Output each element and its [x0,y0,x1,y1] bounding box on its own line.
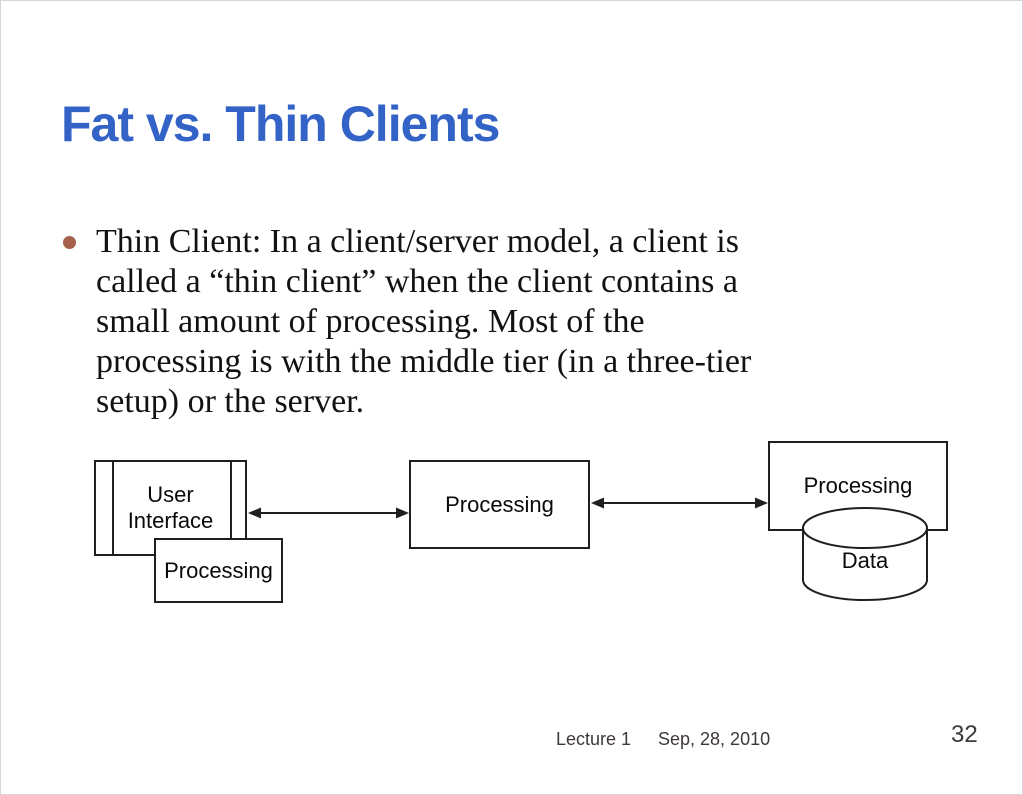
server-processing-label: Processing [803,473,913,498]
ui-box-left-column-line [112,462,114,554]
bullet-text-line: setup) or the server. [96,383,365,420]
middle-processing-box: Processing [409,460,590,549]
ui-box-right-column-line [230,462,232,554]
bullet-text-line: small amount of processing. Most of the [96,303,645,340]
double-arrow-middle-to-server [591,497,768,509]
bullet-marker [63,236,76,249]
page-number: 32 [951,721,978,748]
footer-date: Sep, 28, 2010 [658,729,771,749]
data-label: Data [841,548,889,573]
bullet-paragraph: Thin Client: In a client/server model, a… [96,222,751,422]
bullet-text-line: Thin Client: In a client/server model, a… [96,223,739,260]
bullet-text-line: processing is with the middle tier (in a… [96,343,752,380]
slide-title: Fat vs. Thin Clients [61,96,500,152]
double-arrow-client-to-middle [248,507,409,519]
client-processing-label: Processing [164,557,273,583]
client-processing-box: Processing [154,538,283,603]
data-cylinder-shape [802,507,928,601]
user-interface-label: User Interface [128,482,214,534]
footer-lecture: Lecture 1 [556,729,632,749]
middle-processing-label: Processing [445,491,554,517]
user-interface-label-line1: User [147,482,194,507]
bullet-text-line: called a “thin client” when the client c… [96,263,738,300]
data-cylinder: Data [800,506,930,603]
user-interface-label-line2: Interface [127,508,214,533]
